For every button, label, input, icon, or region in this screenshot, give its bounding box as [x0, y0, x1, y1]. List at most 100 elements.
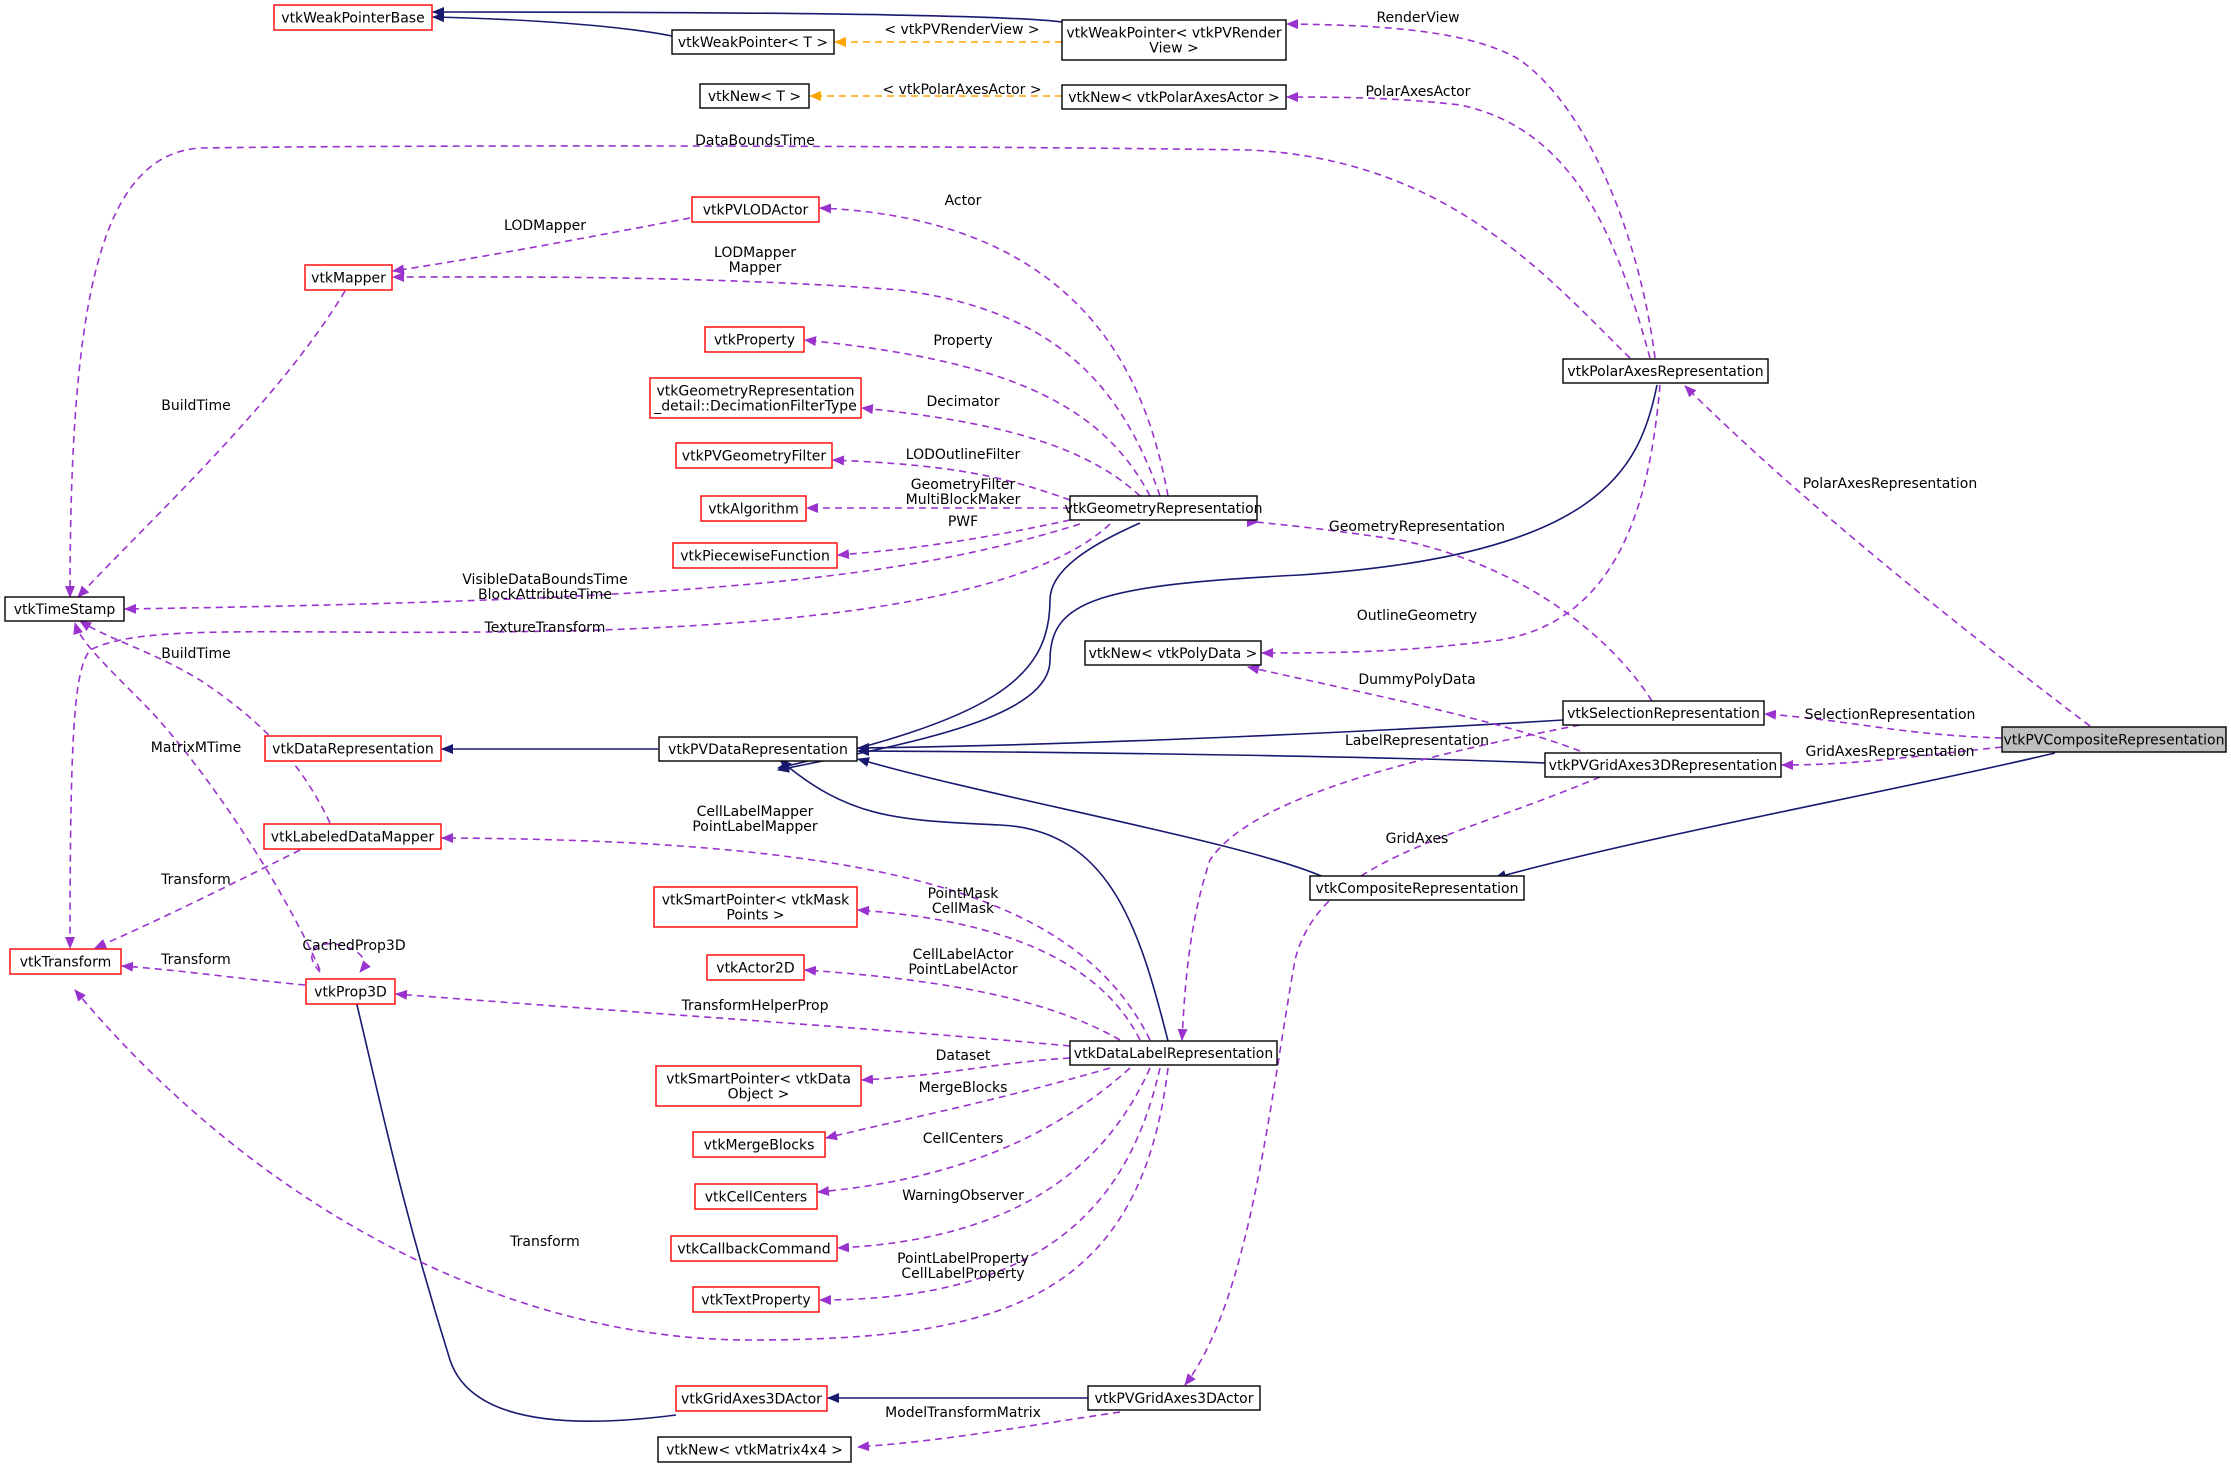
node-box: [1562, 358, 1769, 384]
node-vtkprop3d[interactable]: vtkProp3D: [305, 978, 396, 1005]
edge-label-line: MultiBlockMaker: [906, 492, 1021, 508]
node-vtkweakpointer-t[interactable]: vtkWeakPointer< T >: [671, 29, 835, 55]
node-vtkpvgridaxes3drepresentation[interactable]: vtkPVGridAxes3DRepresentation: [1544, 752, 1782, 778]
node-vtknew-t[interactable]: vtkNew< T >: [699, 83, 810, 109]
edge-label-line: Transform: [160, 872, 231, 888]
node-vtkdatalabelrepresentation[interactable]: vtkDataLabelRepresentation: [1069, 1040, 1278, 1066]
node-vtkactor2d[interactable]: vtkActor2D: [706, 954, 805, 981]
node-box: [691, 196, 820, 223]
node-vtkcellcenters[interactable]: vtkCellCenters: [694, 1183, 818, 1210]
node-vtkproperty[interactable]: vtkProperty: [704, 326, 805, 353]
node-label: vtkMergeBlocks: [704, 1138, 815, 1154]
node-vtklabeleddatamapper[interactable]: vtkLabeledDataMapper: [263, 823, 442, 850]
edge-label: TransformHelperProp: [680, 998, 828, 1014]
node-vtkpolaraxesrepresentation[interactable]: vtkPolarAxesRepresentation: [1562, 358, 1769, 384]
node-vtkweakpointerbase[interactable]: vtkWeakPointerBase: [273, 4, 433, 31]
edge-label-line: Transform: [509, 1234, 580, 1250]
edge-label-line: CellMask: [932, 901, 995, 917]
edge-label: LODMapper: [504, 218, 586, 234]
node-vtkcallbackcommand[interactable]: vtkCallbackCommand: [670, 1235, 838, 1262]
edge-label-line: LODOutlineFilter: [906, 447, 1021, 463]
edge-prop3d-to-transform: [121, 961, 306, 986]
edge-label-line: Decimator: [926, 394, 999, 410]
edge-label-line: TextureTransform: [484, 620, 606, 636]
node-label: vtkGeometryRepresentation: [656, 384, 854, 400]
node-label: vtkProperty: [714, 333, 795, 349]
node-vtkgeometryrepresentation[interactable]: vtkGeometryRepresentation: [1064, 495, 1263, 521]
node-box: [1544, 752, 1782, 778]
edge-polaraxesrep-to-weakpointerrv: [1286, 19, 1656, 359]
edge-label-line: BuildTime: [161, 646, 230, 662]
edge-label-line: PointLabelActor: [908, 962, 1018, 978]
node-label: vtkPVCompositeRepresentation: [2004, 733, 2225, 749]
node-box: [692, 1131, 826, 1158]
node-vtkpvcompositerepresentation[interactable]: vtkPVCompositeRepresentation: [2001, 726, 2227, 753]
edge-label-line: LODMapper: [714, 245, 796, 261]
node-vtkpvdatarepresentation[interactable]: vtkPVDataRepresentation: [658, 736, 858, 762]
edge-label-line: BlockAttributeTime: [478, 587, 612, 603]
edge-label: BuildTime: [161, 646, 230, 662]
node-vtkweakpointer-pvrenderview[interactable]: vtkWeakPointer< vtkPVRenderView >: [1061, 19, 1287, 61]
node-vtkgridaxes3dactor[interactable]: vtkGridAxes3DActor: [675, 1385, 828, 1412]
node-vtkpvlodactor[interactable]: vtkPVLODActor: [691, 196, 820, 223]
edge-labels: < vtkPVRenderView > < vtkPolarAxesActor …: [151, 10, 1977, 1421]
node-box: [704, 326, 805, 353]
edge-datalabelrep-to-prop3d: [395, 989, 1071, 1047]
edge-label: OutlineGeometry: [1357, 608, 1477, 624]
node-label: vtkPVGridAxes3DRepresentation: [1549, 758, 1778, 774]
node-box: [1084, 640, 1262, 666]
node-vtkmapper[interactable]: vtkMapper: [304, 264, 393, 291]
node-label: vtkAlgorithm: [708, 502, 798, 518]
edge-datalabelrep-to-mergeblocks: [825, 1067, 1111, 1141]
node-vtknew-polydata[interactable]: vtkNew< vtkPolyData >: [1084, 640, 1262, 666]
edge-geometryrep-to-piecewisefunction: [837, 519, 1071, 560]
node-label: vtkPVLODActor: [703, 203, 809, 219]
node-vtknew-polaraxesactor[interactable]: vtkNew< vtkPolarAxesActor >: [1061, 84, 1287, 110]
node-label: vtkMapper: [311, 271, 386, 287]
node-label: vtkPVGridAxes3DActor: [1095, 1391, 1254, 1407]
node-vtknew-matrix4x4[interactable]: vtkNew< vtkMatrix4x4 >: [657, 1436, 852, 1463]
node-vtkpiecewisefunction[interactable]: vtkPiecewiseFunction: [672, 542, 838, 569]
edge-pvcompositerep-to-gridaxesrep: [1781, 746, 2003, 770]
edge-pvcompositerep-to-polaraxesrep: [1684, 385, 2091, 727]
node-vtkmergeblocks[interactable]: vtkMergeBlocks: [692, 1131, 826, 1158]
edge-label-line: CellLabelMapper: [697, 804, 814, 820]
node-vtkpvgridaxes3dactor[interactable]: vtkPVGridAxes3DActor: [1087, 1385, 1261, 1411]
edge-gridaxesrep-to-pvgridaxes3dactor: [1184, 776, 1601, 1386]
node-vtkalgorithm[interactable]: vtkAlgorithm: [700, 495, 807, 522]
edge-label-line: < vtkPVRenderView >: [884, 22, 1039, 38]
edge-selectionrep-to-pvdatarep: [857, 719, 1564, 753]
edge-polaraxesrep-to-pvdatarep: [777, 384, 1658, 773]
node-vtktextproperty[interactable]: vtkTextProperty: [692, 1286, 820, 1313]
node-vtktimestamp[interactable]: vtkTimeStamp: [4, 596, 125, 622]
node-box: [273, 4, 433, 31]
node-box: [305, 978, 396, 1005]
edge-pvcompositerep-to-compositerep: [1494, 752, 2056, 880]
node-vtkdatarepresentation[interactable]: vtkDataRepresentation: [264, 735, 442, 762]
node-label: vtkActor2D: [716, 961, 794, 977]
edge-label: < vtkPolarAxesActor >: [882, 82, 1041, 98]
edge-datalabelrep-to-cellcenters: [817, 1067, 1131, 1196]
node-vtkpvgeometryfilter[interactable]: vtkPVGeometryFilter: [675, 442, 833, 469]
edge-pvlodactor-to-mapper: [392, 217, 691, 275]
edge-label: GridAxesRepresentation: [1805, 744, 1974, 760]
node-box: [1087, 1385, 1261, 1411]
node-label: _detail::DecimationFilterType: [653, 399, 857, 415]
edge-geometryrep-to-mapper: [392, 271, 1161, 497]
node-label: vtkWeakPointerBase: [281, 11, 424, 27]
node-vtktransform[interactable]: vtkTransform: [9, 948, 122, 975]
edge-label-line: TransformHelperProp: [680, 998, 828, 1014]
edge-weakpointerrv-to-weakpointerbase: [432, 7, 1063, 23]
edge-label: Transform: [509, 1234, 580, 1250]
edge-label-line: PointLabelMapper: [692, 819, 818, 835]
edge-label-line: DataBoundsTime: [695, 133, 815, 149]
node-label: vtkWeakPointer< vtkPVRender: [1066, 26, 1282, 42]
edge-label-line: PointLabelProperty: [897, 1251, 1029, 1267]
edge-geometryrep-to-pvgeometryfilter: [832, 455, 1071, 501]
node-vtkgeomrep-decimationfiltertype[interactable]: vtkGeometryRepresentation_detail::Decima…: [649, 377, 862, 419]
node-vtkselectionrepresentation[interactable]: vtkSelectionRepresentation: [1562, 700, 1765, 726]
node-vtkcompositerepresentation[interactable]: vtkCompositeRepresentation: [1309, 875, 1525, 901]
